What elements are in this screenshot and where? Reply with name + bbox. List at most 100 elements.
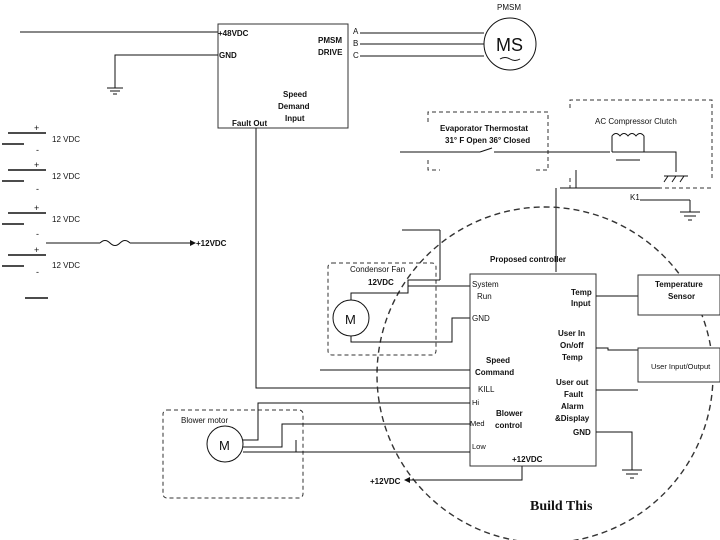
user-in-wire xyxy=(596,347,638,351)
battery-3-label: 12 VDC xyxy=(52,215,80,224)
med-label: Med xyxy=(470,419,485,428)
clutch-coil-icon xyxy=(611,133,645,152)
clutch-wire xyxy=(644,151,677,172)
battery-stack: + 12 VDC + - 12 VDC + - 12 VDC + - - 12 … xyxy=(2,123,227,299)
blower-control-1: Blower xyxy=(496,409,523,418)
speed-demand-line3: Input xyxy=(285,114,305,123)
battery-1: + 12 VDC xyxy=(2,123,80,145)
battery-1-label: 12 VDC xyxy=(52,135,80,144)
speed-demand-line1: Speed xyxy=(283,90,307,99)
thermostat-dashed-box xyxy=(427,111,549,171)
pmsm-drive-section: +48VDC GND PMSM DRIVE A B C Speed Demand… xyxy=(20,3,537,389)
drive-gnd-wire xyxy=(114,54,218,88)
fuse-icon xyxy=(99,240,131,246)
system-run-wire xyxy=(407,280,470,287)
pmsm-motor-title: PMSM xyxy=(497,3,521,12)
blower-label: Blower motor xyxy=(181,416,228,425)
chassis-ground-icon xyxy=(663,175,688,183)
controller-section: Proposed controller System Run GND Speed… xyxy=(320,255,642,486)
blower-motor-section: Blower motor M xyxy=(162,402,470,499)
system-run-label-1: System xyxy=(472,280,499,289)
controller-ground-symbol xyxy=(622,469,642,479)
controller-gnd-right: GND xyxy=(573,428,591,437)
relay-ground-symbol xyxy=(680,211,700,221)
controller-vcc-label: +12VDC xyxy=(512,455,543,464)
blower-control-2: control xyxy=(495,421,522,430)
temp-sensor-box xyxy=(637,274,720,316)
phase-a-label: A xyxy=(353,27,359,36)
battery-4-minus: - xyxy=(36,229,39,239)
controller-box xyxy=(469,273,597,467)
battery-2-plus: + xyxy=(34,160,39,170)
user-in-2: On/off xyxy=(560,341,584,350)
speed-command-2: Command xyxy=(475,368,514,377)
user-io-section: User Input/Output xyxy=(637,347,720,383)
supply-out-label: +12VDC xyxy=(370,477,401,486)
blower-motor-letter: M xyxy=(219,438,230,453)
battery-4-plus: + xyxy=(34,245,39,255)
battery-3-minus: - xyxy=(36,184,39,194)
temp-sensor-section: Temperature Sensor xyxy=(637,274,720,316)
drive-gnd-label: GND xyxy=(219,51,237,60)
build-this-label: Build This xyxy=(530,499,593,514)
drive-name-line2: DRIVE xyxy=(318,48,343,57)
battery-output-label: +12VDC xyxy=(196,239,227,248)
user-out-3: Alarm xyxy=(561,402,584,411)
phase-c-label: C xyxy=(353,51,359,60)
thermostat-section: Evaporator Thermostat 31° F Open 36° Clo… xyxy=(400,111,610,171)
condenser-line2: 12VDC xyxy=(368,278,394,287)
battery-2-label: 12 VDC xyxy=(52,172,80,181)
battery-3-plus: + xyxy=(34,203,39,213)
speed-command-1: Speed xyxy=(486,356,510,365)
drive-supply-label: +48VDC xyxy=(218,29,249,38)
thermostat-line2: 31° F Open 36° Closed xyxy=(445,136,530,145)
blower-motor-symbol xyxy=(206,425,244,463)
user-out-4: &Display xyxy=(555,414,590,423)
temp-input-1: Temp xyxy=(571,288,592,297)
user-in-1: User In xyxy=(558,329,585,338)
blower-hi-wire xyxy=(243,402,470,441)
motor-tilde-icon xyxy=(499,57,521,61)
relay-k1-label: K1 xyxy=(630,193,640,202)
battery-4: + - - 12 VDC xyxy=(2,229,80,277)
condenser-motor-letter: M xyxy=(345,312,356,327)
battery-2-minus: - xyxy=(36,145,39,155)
system-run-label-2: Run xyxy=(477,292,492,301)
hi-label: Hi xyxy=(472,398,479,407)
temp-sensor-line1: Temperature xyxy=(655,280,703,289)
clutch-dashed-box xyxy=(569,99,713,189)
phase-b-label: B xyxy=(353,39,358,48)
user-io-label: User Input/Output xyxy=(651,362,711,371)
temp-input-2: Input xyxy=(571,299,591,308)
battery-1-plus: + xyxy=(34,123,39,133)
ground-symbol xyxy=(107,87,123,95)
user-out-1: User out xyxy=(556,378,589,387)
controller-title: Proposed controller xyxy=(490,255,566,264)
speed-demand-line2: Demand xyxy=(278,102,310,111)
user-out-2: Fault xyxy=(564,390,583,399)
low-label: Low xyxy=(472,442,486,451)
user-io-box xyxy=(637,347,720,383)
controller-gnd-wire xyxy=(596,431,633,470)
condenser-wire-top xyxy=(350,279,440,300)
supply-out-wire xyxy=(410,466,523,481)
temp-sensor-line2: Sensor xyxy=(668,292,695,301)
condenser-line1: Condensor Fan xyxy=(350,265,405,274)
fault-out-label: Fault Out xyxy=(232,119,267,128)
pmsm-drive-box xyxy=(217,23,349,129)
condenser-dashed-box xyxy=(327,262,437,356)
battery-2: + - 12 VDC xyxy=(2,145,80,182)
controller-gnd-left: GND xyxy=(472,314,490,323)
arrow-left-icon xyxy=(404,477,410,483)
pmsm-motor-letters: MS xyxy=(496,35,523,55)
fault-out-wire xyxy=(255,128,470,389)
clutch-section: AC Compressor Clutch K1 xyxy=(555,99,713,272)
blower-med-wire xyxy=(243,423,470,448)
thermostat-switch-icon xyxy=(479,147,493,153)
thermostat-line1: Evaporator Thermostat xyxy=(440,124,528,133)
condenser-gnd-wire xyxy=(350,317,470,343)
battery-4-minus-bottom: - xyxy=(36,267,39,277)
clutch-label: AC Compressor Clutch xyxy=(595,117,677,126)
battery-4-label: 12 VDC xyxy=(52,261,80,270)
